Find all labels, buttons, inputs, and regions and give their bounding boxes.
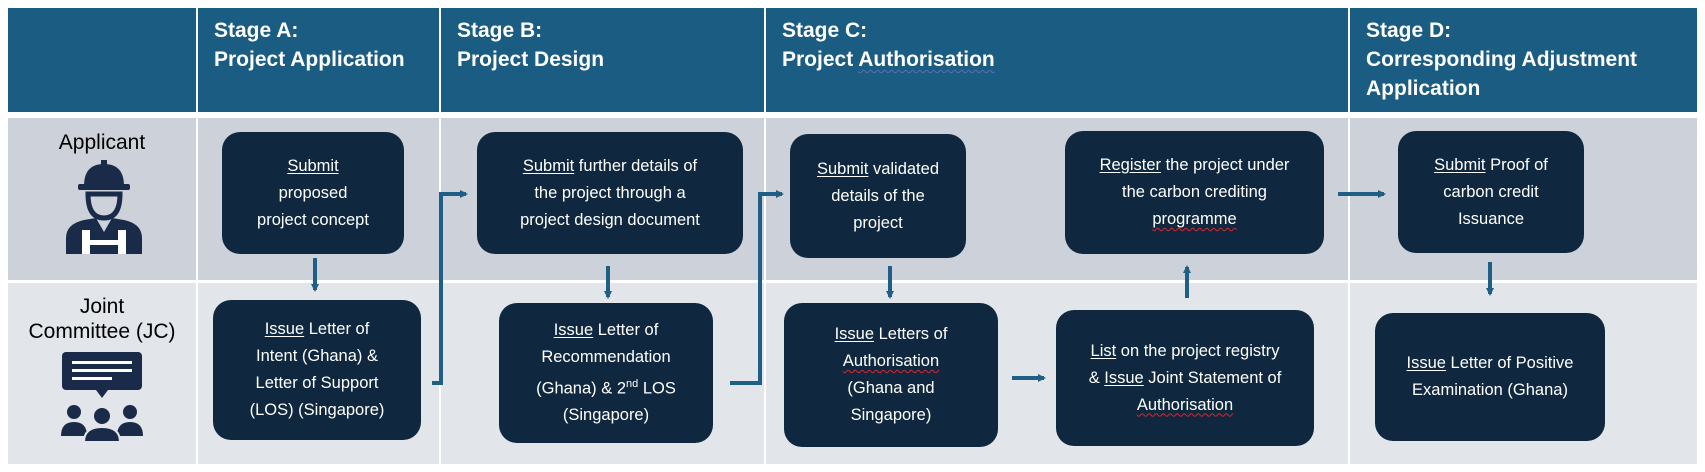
stage-c-issue-box: Issue Letters of Authorisation (Ghana an…	[784, 303, 998, 447]
box-line: Issue Letters of	[835, 321, 948, 348]
box-line: Examination (Ghana)	[1412, 381, 1568, 399]
stage-c-submit-box: Submit validated details of the project	[790, 134, 966, 258]
box-line: project	[853, 213, 903, 232]
box-text: Authorisation	[1136, 395, 1234, 414]
stage-c-title: Project Authorisation	[782, 45, 995, 74]
stage-b-title: Project Design	[457, 48, 605, 71]
jc-label-line1: Joint	[79, 295, 125, 318]
box-line: & Issue Joint Statement of	[1089, 365, 1282, 392]
box-line: Intent (Ghana) &	[256, 347, 378, 365]
box-line: Authorisation	[1089, 392, 1282, 419]
column-divider	[764, 8, 766, 464]
stage-d-issue-box: Issue Letter of Positive Examination (Gh…	[1375, 313, 1605, 441]
box-text: programme	[1152, 210, 1237, 228]
box-line: Recommendation	[541, 347, 671, 366]
box-line: programme	[1100, 206, 1290, 233]
box-line: Submit further details of	[520, 153, 700, 180]
box-text: further details of	[574, 156, 698, 175]
box-text: Joint Statement of	[1143, 368, 1282, 387]
box-line: Submit Proof of	[1434, 152, 1548, 179]
superscript: nd	[626, 377, 639, 390]
box-text: Letter of	[304, 320, 370, 338]
box-text: on the project registry	[1116, 341, 1280, 360]
box-line: Issue Letter of Positive	[1407, 350, 1574, 377]
stage-b-number: Stage B:	[457, 19, 543, 42]
stage-c-header: Stage C: Project Authorisation	[766, 8, 1348, 112]
box-line: Singapore)	[850, 406, 932, 424]
jc-label-line2: Committee (JC)	[28, 320, 176, 343]
box-line: project concept	[257, 210, 369, 229]
action-verb: Submit	[817, 159, 869, 178]
box-line: (Singapore)	[562, 406, 650, 425]
action-verb: Issue	[834, 325, 875, 343]
worker-icon	[66, 160, 142, 254]
action-verb: Issue	[553, 320, 594, 339]
stage-a-submit-box: Submit proposed project concept	[222, 132, 404, 254]
box-line: Register the project under	[1100, 152, 1290, 179]
action-verb: Register	[1099, 156, 1162, 174]
box-line: (Ghana) & 2nd LOS	[536, 371, 676, 403]
action-verb: Issue	[1406, 354, 1446, 372]
stage-c-title-wavy: Authorisation	[858, 48, 995, 71]
committee-icon	[61, 352, 143, 442]
stage-a-title: Project Application	[214, 48, 405, 71]
stage-d-submit-box: Submit Proof of carbon credit Issuance	[1398, 131, 1584, 253]
box-text: the project under	[1161, 156, 1290, 174]
stage-c-title-pre: Project	[782, 48, 859, 71]
box-line: (LOS) (Singapore)	[249, 401, 385, 419]
action-verb: Submit	[522, 156, 575, 175]
box-line: Submit validated	[817, 156, 939, 183]
box-line: (Ghana and	[847, 379, 935, 397]
box-text: Proof of	[1485, 155, 1548, 174]
box-line: details of the	[831, 186, 925, 205]
stage-c-number: Stage C:	[782, 19, 868, 42]
stage-d-title-line1: Corresponding Adjustment	[1366, 48, 1638, 71]
band-divider	[0, 280, 1705, 283]
box-line: Issue Letter of	[250, 316, 385, 343]
box-text: Letter of	[593, 320, 659, 339]
box-text: LOS	[638, 379, 676, 398]
applicant-label: Applicant	[58, 131, 146, 154]
column-divider	[196, 8, 198, 464]
jc-label: Joint Committee (JC)	[8, 294, 196, 344]
box-line: Authorisation	[835, 348, 948, 375]
stage-d-number: Stage D:	[1366, 19, 1452, 42]
box-text: Authorisation	[842, 352, 940, 370]
box-line: the carbon crediting	[1122, 183, 1267, 201]
box-text: &	[1088, 368, 1105, 387]
arrow-a-to-b	[432, 190, 468, 385]
stage-b-issue-box: Issue Letter of Recommendation (Ghana) &…	[499, 303, 713, 443]
stage-c-list-box: List on the project registry & Issue Joi…	[1056, 310, 1314, 446]
box-line: the project through a	[534, 183, 686, 202]
stage-b-submit-box: Submit further details of the project th…	[477, 132, 743, 254]
box-line: proposed	[278, 183, 348, 202]
box-text: Letters of	[874, 325, 948, 343]
arrow-b-to-c	[730, 190, 784, 385]
action-verb: Issue	[264, 320, 305, 338]
stage-d-title-line2: Application	[1366, 77, 1481, 100]
column-divider	[1348, 8, 1350, 464]
action-verb: Submit	[287, 156, 339, 175]
box-line: project design document	[520, 210, 700, 229]
box-text: (Ghana) & 2	[536, 379, 627, 398]
stage-a-number: Stage A:	[214, 19, 299, 42]
header-blank	[8, 8, 196, 112]
stage-a-header: Stage A: Project Application	[198, 8, 439, 112]
box-text: Letter of Positive	[1445, 354, 1574, 372]
box-line: carbon credit	[1443, 182, 1539, 201]
box-line: Issuance	[1457, 209, 1525, 228]
action-verb: List	[1090, 341, 1117, 360]
box-text: validated	[868, 159, 939, 178]
box-line: List on the project registry	[1089, 338, 1282, 365]
box-line: Submit	[257, 153, 369, 180]
box-line: Issue Letter of	[536, 317, 676, 344]
action-verb: Submit	[1434, 155, 1486, 174]
stage-d-header: Stage D: Corresponding Adjustment Applic…	[1350, 8, 1697, 112]
stage-a-issue-box: Issue Letter of Intent (Ghana) & Letter …	[213, 300, 421, 440]
stage-b-header: Stage B: Project Design	[441, 8, 764, 112]
action-verb: Issue	[1104, 368, 1144, 387]
box-line: Letter of Support	[255, 374, 379, 392]
stage-c-register-box: Register the project under the carbon cr…	[1065, 131, 1324, 254]
